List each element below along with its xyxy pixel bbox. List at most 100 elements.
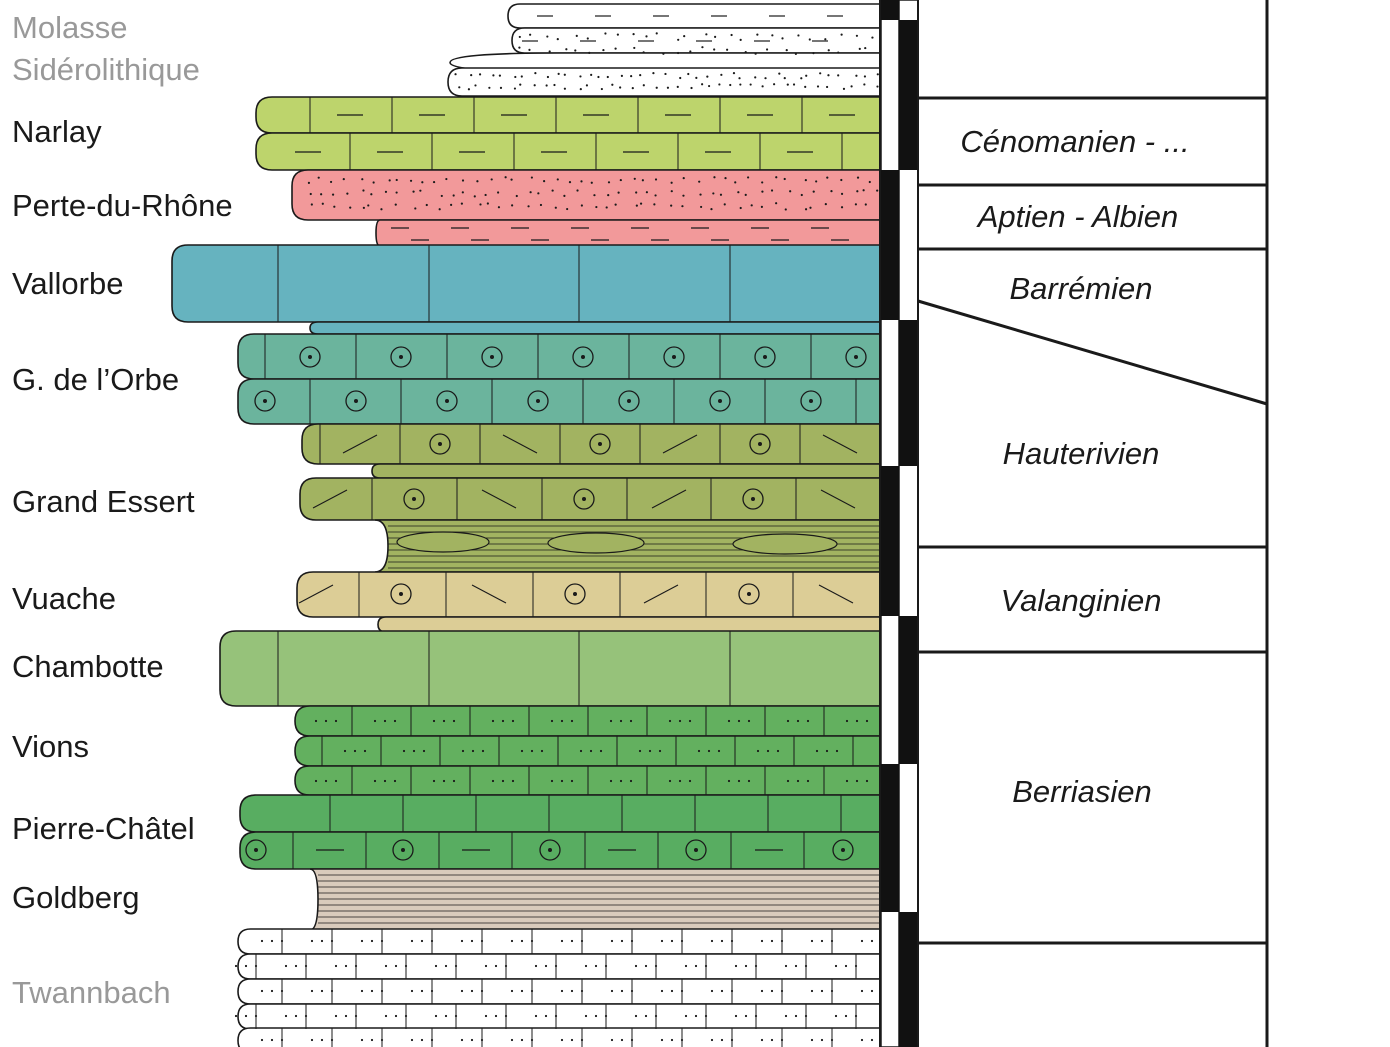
sand-dot	[580, 180, 583, 183]
oolite-mark	[403, 488, 425, 510]
sand-dot	[804, 208, 808, 211]
oolite-mark	[572, 346, 594, 368]
sand-dot	[486, 202, 489, 205]
dolomite-dot	[694, 1014, 698, 1018]
dolomite-dot	[720, 989, 724, 993]
oolite-mark	[564, 583, 586, 605]
sand-dot	[588, 51, 591, 54]
dolomite-dot	[717, 749, 721, 753]
dolomite-dot	[644, 1014, 648, 1018]
sand-dot	[830, 190, 833, 193]
dolomite-dot	[384, 964, 388, 968]
dolomite-dot	[727, 719, 731, 723]
formation-label: G. de l’Orbe	[12, 362, 179, 397]
dolomite-dot	[760, 989, 764, 993]
dolomite-dot	[630, 989, 634, 993]
oolite-mark	[854, 355, 858, 359]
sand-dot	[527, 205, 530, 208]
sand-dot	[749, 83, 752, 86]
pattern-mark	[822, 434, 858, 454]
dolomite-dot	[234, 964, 238, 968]
dolomite-dot	[678, 779, 682, 783]
oolite-mark	[436, 390, 458, 412]
sand-dot	[655, 32, 658, 35]
dolomite-dot	[810, 989, 814, 993]
dolomite-dot	[363, 749, 367, 753]
sand-dot	[676, 51, 680, 55]
sand-dot	[630, 75, 633, 78]
sand-dot	[747, 176, 750, 179]
sand-dot	[604, 32, 607, 35]
sand-dot	[533, 84, 536, 87]
sand-dot	[664, 72, 667, 76]
sand-dot	[819, 72, 822, 75]
sand-dot	[543, 180, 546, 183]
sand-dot	[858, 47, 861, 50]
sand-dot	[362, 189, 365, 192]
polarity-normal-right	[899, 20, 918, 170]
sand-dot	[388, 179, 391, 182]
dolomite-dot	[234, 1014, 238, 1018]
oolite-mark	[663, 346, 685, 368]
sand-dot	[425, 203, 428, 207]
sand-dot	[597, 75, 600, 79]
bed-vions	[294, 705, 880, 737]
sand-dot	[761, 181, 764, 184]
dolomite-dot	[720, 1038, 724, 1042]
sand-dot	[854, 203, 857, 206]
sand-dot	[419, 189, 422, 192]
dolomite-dot	[820, 1038, 824, 1042]
sand-dot	[827, 49, 830, 52]
dolomite-dot	[284, 1014, 288, 1018]
sand-dot	[676, 85, 679, 89]
sand-dot	[809, 206, 812, 209]
dolomite-dot	[854, 1014, 858, 1018]
sand-dot	[712, 192, 715, 195]
sand-dot	[652, 72, 655, 75]
sand-dot	[840, 192, 844, 195]
sand-dot	[837, 51, 840, 54]
oolite-mark	[481, 346, 503, 368]
stage-label: Hauterivien	[1003, 436, 1160, 471]
sand-dot	[518, 46, 521, 49]
sand-dot	[586, 37, 589, 40]
sand-dot	[510, 178, 513, 181]
sand-dot	[783, 77, 786, 80]
dolomite-dot	[460, 989, 464, 993]
dolomite-dot	[786, 719, 790, 723]
sand-dot	[739, 83, 742, 86]
sand-dot	[744, 51, 747, 54]
sand-dot	[840, 33, 843, 36]
oolite-mark	[832, 839, 854, 861]
formation-label: Pierre-Châtel	[12, 811, 195, 846]
sand-dot	[760, 205, 763, 208]
dolomite-dot	[680, 989, 684, 993]
dolomite-dot	[334, 964, 338, 968]
lens-mark	[547, 532, 645, 554]
dolomite-dot	[480, 939, 484, 943]
formation-label: Vallorbe	[12, 266, 123, 301]
magnetic-polarity-bar	[880, 0, 919, 1047]
polarity-normal-left	[881, 170, 899, 320]
dolomite-dot	[370, 1038, 374, 1042]
sand-dot	[687, 72, 690, 76]
oolite-mark	[749, 433, 771, 455]
sand-dot	[497, 191, 500, 194]
bed-chambotte	[219, 630, 880, 707]
dolomite-dot	[404, 964, 408, 968]
bed-perte-du-rhone	[291, 169, 880, 221]
dolomite-dot	[501, 719, 505, 723]
dolomite-dot	[454, 964, 458, 968]
dolomite-dot	[570, 939, 574, 943]
dolomite-dot	[520, 989, 524, 993]
stage-label: Barrémien	[1010, 271, 1153, 306]
bed-orbe	[237, 378, 880, 425]
sand-dot	[706, 75, 709, 78]
dolomite-dot	[430, 1038, 434, 1042]
sand-dot	[855, 34, 859, 37]
dolomite-dot	[754, 1014, 758, 1018]
sand-dot	[593, 194, 596, 197]
sand-dot	[744, 193, 747, 196]
bed-vuache	[296, 571, 880, 618]
sand-dot	[579, 75, 582, 78]
